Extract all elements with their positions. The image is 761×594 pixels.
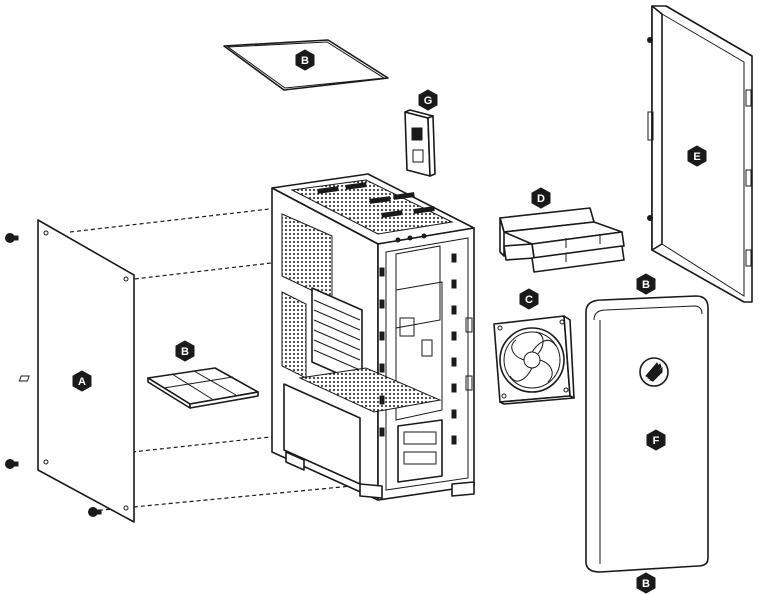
- badge-g: G: [418, 89, 438, 111]
- fan-c: [493, 315, 575, 405]
- badge-b-top-label: B: [301, 55, 309, 67]
- drive-cage-d: [499, 207, 625, 273]
- side-panel-a: [37, 219, 135, 523]
- badge-b-right: B: [636, 273, 656, 295]
- screws: [5, 233, 102, 517]
- badge-f: F: [646, 429, 666, 451]
- badge-d-label: D: [537, 193, 545, 205]
- badge-b-bottom: B: [175, 340, 195, 362]
- badge-b-front-label: B: [642, 578, 650, 590]
- bottom-filter-b: [18, 367, 259, 409]
- badge-e-label: E: [693, 151, 700, 163]
- badge-a: A: [72, 370, 92, 392]
- badge-b-bottom-label: B: [181, 346, 189, 358]
- label-badges: A B B B B C D E: [72, 49, 707, 594]
- badge-d: D: [531, 187, 551, 209]
- front-panel-f: [585, 295, 709, 573]
- badge-c-label: C: [525, 294, 533, 306]
- badge-b-front: B: [636, 572, 656, 594]
- badge-b-right-label: B: [642, 279, 650, 291]
- main-chassis: [271, 173, 475, 501]
- badge-g-label: G: [424, 95, 433, 107]
- screw-icon: [5, 459, 19, 469]
- screw-icon: [5, 233, 19, 243]
- brand-logo-icon: [645, 362, 663, 382]
- badge-a-label: A: [78, 376, 86, 388]
- badge-b-top: B: [295, 49, 315, 71]
- screw-icon: [88, 507, 102, 517]
- ssd-bracket-g: [404, 109, 436, 177]
- badge-c: C: [519, 288, 539, 310]
- badge-e: E: [687, 145, 707, 167]
- badge-f-label: F: [653, 435, 660, 447]
